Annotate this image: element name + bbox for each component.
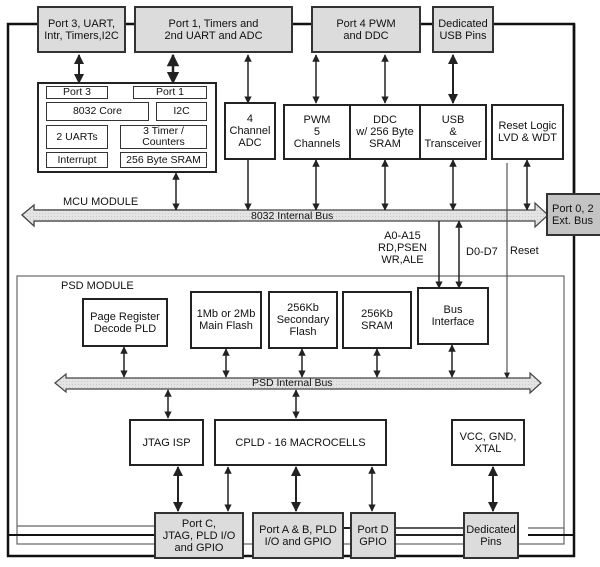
page-register-box: Page Register Decode PLD — [82, 298, 168, 347]
adc-box: 4 Channel ADC — [224, 102, 276, 160]
reset-logic-box: Reset Logic LVD & WDT — [491, 104, 564, 160]
core-port3: Port 3 — [46, 86, 108, 99]
psd-internal-bus — [54, 371, 542, 395]
port3-uart-box: Port 3, UART, Intr, Timers,I2C — [37, 6, 126, 53]
8032-bus-label: 8032 Internal Bus — [251, 210, 334, 222]
psd-module-label: PSD MODULE — [61, 280, 134, 292]
core-i2c: I2C — [156, 102, 207, 121]
core-interrupt: Interrupt — [46, 152, 108, 168]
psd-bus-label: PSD Internal Bus — [252, 377, 333, 389]
secondary-flash-box: 256Kb Secondary Flash — [268, 291, 338, 349]
port-d-box: Port D GPIO — [350, 512, 396, 559]
power-xtal-box: VCC, GND, XTAL — [451, 419, 525, 466]
psd-sram-box: 256Kb SRAM — [342, 291, 412, 349]
ext-bus-port-box: Port 0, 2 Ext. Bus — [546, 193, 600, 236]
core-port1: Port 1 — [133, 86, 207, 99]
data-signals-label: D0-D7 — [466, 246, 498, 258]
usb-transceiver-box: USB & Transceiver — [419, 104, 487, 160]
main-flash-box: 1Mb or 2Mb Main Flash — [190, 291, 262, 349]
core-8032: 8032 Core — [46, 102, 149, 121]
port-c-box: Port C, JTAG, PLD I/O and GPIO — [154, 512, 244, 559]
address-signals-label: A0-A15 RD,PSEN WR,ALE — [378, 230, 427, 266]
core-sram: 256 Byte SRAM — [120, 152, 207, 168]
bus-interface-box: Bus Interface — [417, 287, 489, 345]
port4-pwm-ddc-box: Port 4 PWM and DDC — [311, 6, 421, 53]
reset-signal-label: Reset — [510, 245, 539, 257]
port-ab-box: Port A & B, PLD I/O and GPIO — [252, 512, 344, 559]
ddc-box: DDC w/ 256 Byte SRAM — [349, 104, 421, 160]
port1-timers-box: Port 1, Timers and 2nd UART and ADC — [134, 6, 293, 53]
core-timers: 3 Timer / Counters — [120, 125, 207, 149]
jtag-isp-box: JTAG ISP — [129, 419, 204, 466]
dedicated-pins-box: Dedicated Pins — [463, 512, 519, 559]
usb-pins-box: Dedicated USB Pins — [432, 6, 494, 53]
pwm-box: PWM 5 Channels — [283, 104, 351, 160]
cpld-box: CPLD - 16 MACROCELLS — [214, 419, 387, 466]
mcu-module-label: MCU MODULE — [63, 196, 139, 208]
core-uarts: 2 UARTs — [46, 125, 108, 149]
